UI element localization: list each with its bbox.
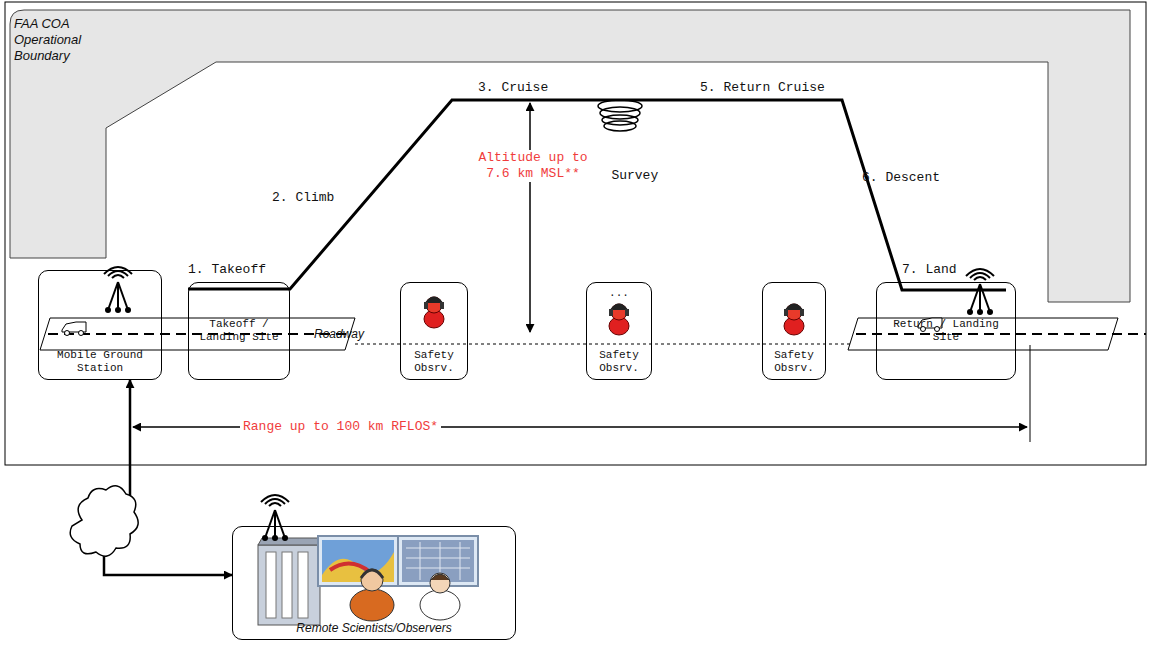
boundary-label: FAA COA Operational Boundary bbox=[14, 16, 104, 64]
phase-label: 7. Land bbox=[902, 262, 957, 278]
phase-label: 3. Cruise bbox=[478, 80, 548, 96]
box-label: Mobile Ground Station bbox=[42, 349, 158, 375]
site-box: Safety Obsrv. bbox=[762, 282, 826, 380]
box-label: Safety Obsrv. bbox=[590, 349, 648, 375]
site-box: ... Safety Obsrv. bbox=[586, 282, 652, 380]
phase-label: 2. Climb bbox=[272, 190, 334, 206]
box-label: Return / Landing Site bbox=[880, 318, 1012, 344]
site-box: Return / Landing Site bbox=[876, 282, 1016, 380]
phase-label: 1. Takeoff bbox=[188, 262, 266, 278]
box-label: ... bbox=[609, 287, 629, 300]
phase-label: Roadway bbox=[314, 326, 364, 342]
phase-label: 5. Return Cruise bbox=[700, 80, 825, 96]
box-label: Safety Obsrv. bbox=[766, 349, 822, 375]
dimension-label: Range up to 100 km RFLOS* bbox=[240, 419, 441, 435]
box-label: Safety Obsrv. bbox=[404, 349, 464, 375]
dimension-label: Altitude up to 7.6 km MSL** bbox=[462, 150, 604, 182]
site-box: Takeoff / Landing Site bbox=[188, 282, 290, 380]
phase-label: 6. Descent bbox=[862, 170, 940, 186]
site-box: Safety Obsrv. bbox=[400, 282, 468, 380]
site-box: Mobile Ground Station bbox=[38, 270, 162, 380]
site-box: Remote Scientists/Observers bbox=[232, 526, 516, 640]
box-label: Takeoff / Landing Site bbox=[192, 318, 286, 344]
box-label: Remote Scientists/Observers bbox=[296, 622, 451, 635]
